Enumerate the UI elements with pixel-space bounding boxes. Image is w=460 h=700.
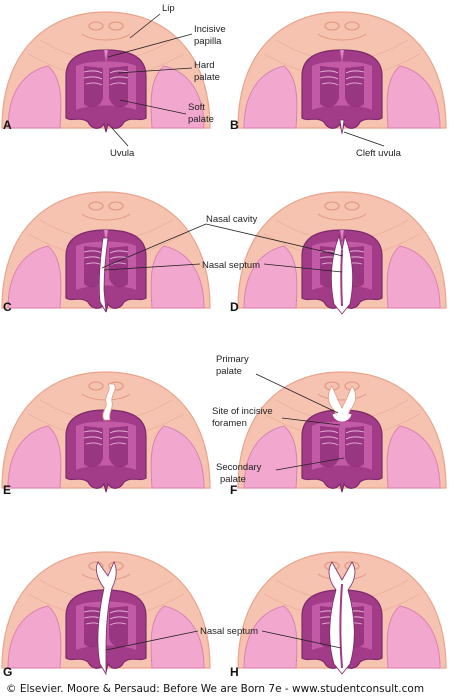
panel-letter-a: A: [3, 118, 12, 132]
panel-letter-e: E: [3, 483, 11, 497]
label-nasal-septum-gh: Nasal septum: [200, 626, 258, 637]
label-secondary-palate-line2: palate: [220, 474, 246, 485]
label-soft-palate-line1: Soft: [188, 102, 205, 113]
label-incisive-papilla-line1: Incisive: [194, 24, 226, 35]
panel-letter-g: G: [3, 665, 12, 679]
label-hard-palate-line2: palate: [194, 72, 220, 83]
panel-letter-d: D: [230, 300, 239, 314]
left-primary-cleft: [102, 383, 116, 421]
label-nasal-cavity: Nasal cavity: [206, 214, 257, 225]
label-nasal-septum-cd: Nasal septum: [202, 260, 260, 271]
label-hard-palate-line1: Hard: [194, 60, 215, 71]
copyright-credit: © Elsevier. Moore & Persaud: Before We a…: [6, 683, 425, 695]
complete-left-cleft: [96, 561, 117, 676]
leader-lines: [101, 13, 385, 651]
label-incisive-papilla-line2: papilla: [194, 36, 222, 47]
panel-g-mouth: [1, 551, 211, 676]
label-primary-palate-line2: palate: [216, 366, 242, 377]
label-cleft-uvula: Cleft uvula: [356, 148, 402, 159]
label-incisive-foramen-line1: Site of incisive: [212, 406, 273, 417]
incisive-foramen-site: [332, 413, 352, 422]
panel-letter-c: C: [3, 300, 12, 314]
label-secondary-palate-line1: Secondary: [216, 462, 262, 473]
panel-f-mouth: [237, 371, 447, 493]
label-uvula: Uvula: [110, 148, 135, 159]
panel-h-mouth: [237, 551, 447, 675]
left-palate-cleft: [98, 237, 109, 313]
panel-e-mouth: [1, 371, 211, 493]
complete-bilateral-cleft: [328, 561, 356, 675]
panel-a-mouth: [1, 11, 211, 133]
label-incisive-foramen-line2: foramen: [212, 418, 247, 429]
label-lip: Lip: [162, 3, 175, 14]
panel-d-mouth: [237, 191, 447, 315]
panel-letter-h: H: [230, 665, 239, 679]
panel-c-mouth: [1, 191, 211, 313]
panel-letter-f: F: [230, 483, 237, 497]
panel-letter-b: B: [230, 118, 239, 132]
label-primary-palate-line1: Primary: [216, 354, 249, 365]
label-soft-palate-line2: palate: [188, 114, 214, 125]
panel-b-mouth: [237, 11, 447, 135]
cleft-uvula-gap: [339, 119, 345, 135]
